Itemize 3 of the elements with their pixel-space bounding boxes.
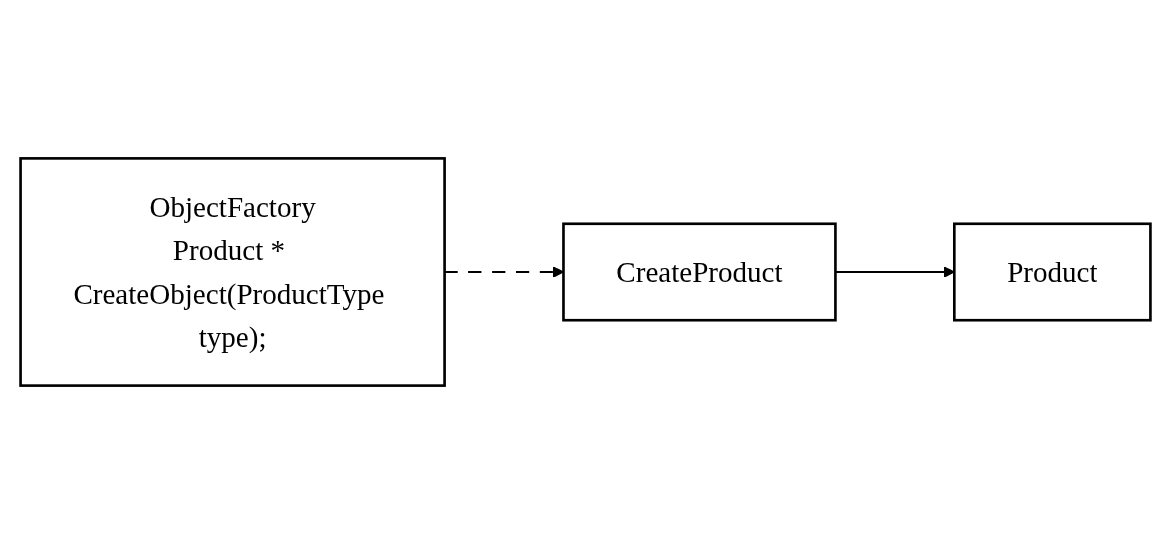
node-box: ObjectFactory Product * CreateObject(ProductType type); <box>19 157 446 387</box>
node-box: CreateProduct <box>562 222 837 322</box>
node-box: Product <box>953 222 1152 322</box>
